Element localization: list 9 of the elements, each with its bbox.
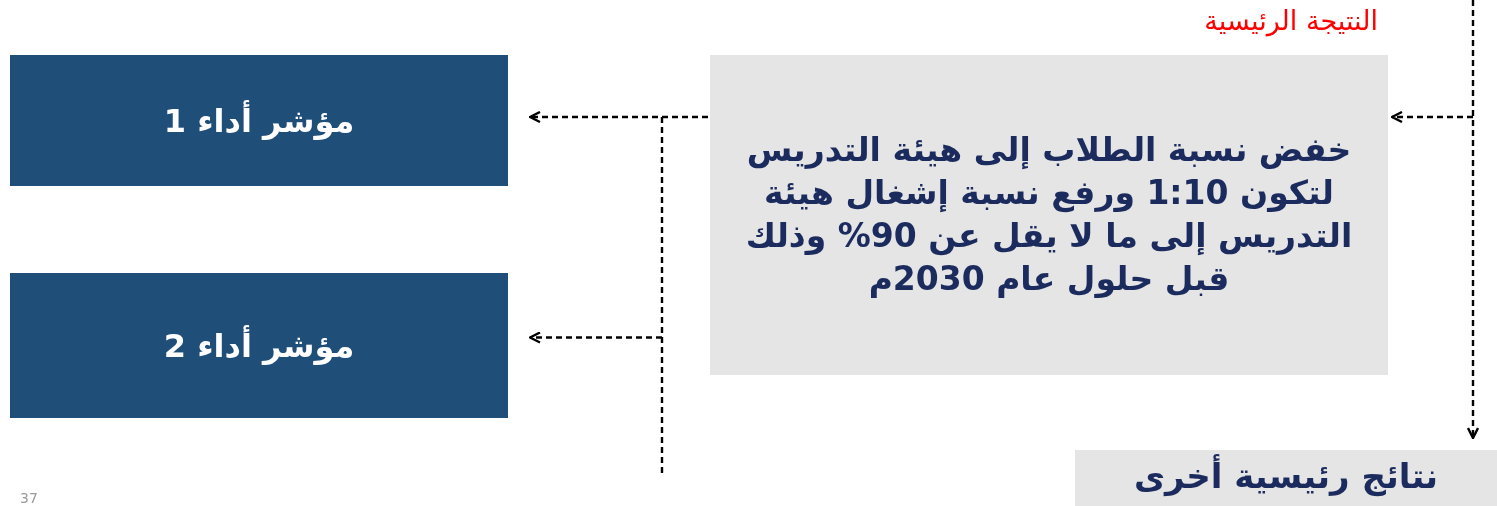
box-heading: النتيجة الرئيسية — [1204, 5, 1378, 36]
dashed-arrow — [1390, 110, 1473, 124]
outcome-box: نتائج رئيسية أخرى — [1075, 450, 1497, 506]
page-number: 37 — [20, 490, 38, 506]
outcome-text: خفض نسبة الطلاب إلى هيئة التدريس لتكون 1:10 ورفع نسبة إشغال هيئة التدريس إلى ما لا يقل عن 90% وذلك قبل حلول عام 2030م — [744, 129, 1354, 300]
dashed-arrow — [1466, 0, 1480, 440]
indicator-box: مؤشر أداء 2 — [10, 273, 508, 418]
dashed-arrow — [528, 110, 708, 124]
indicator-box: مؤشر أداء 1 — [10, 55, 508, 186]
